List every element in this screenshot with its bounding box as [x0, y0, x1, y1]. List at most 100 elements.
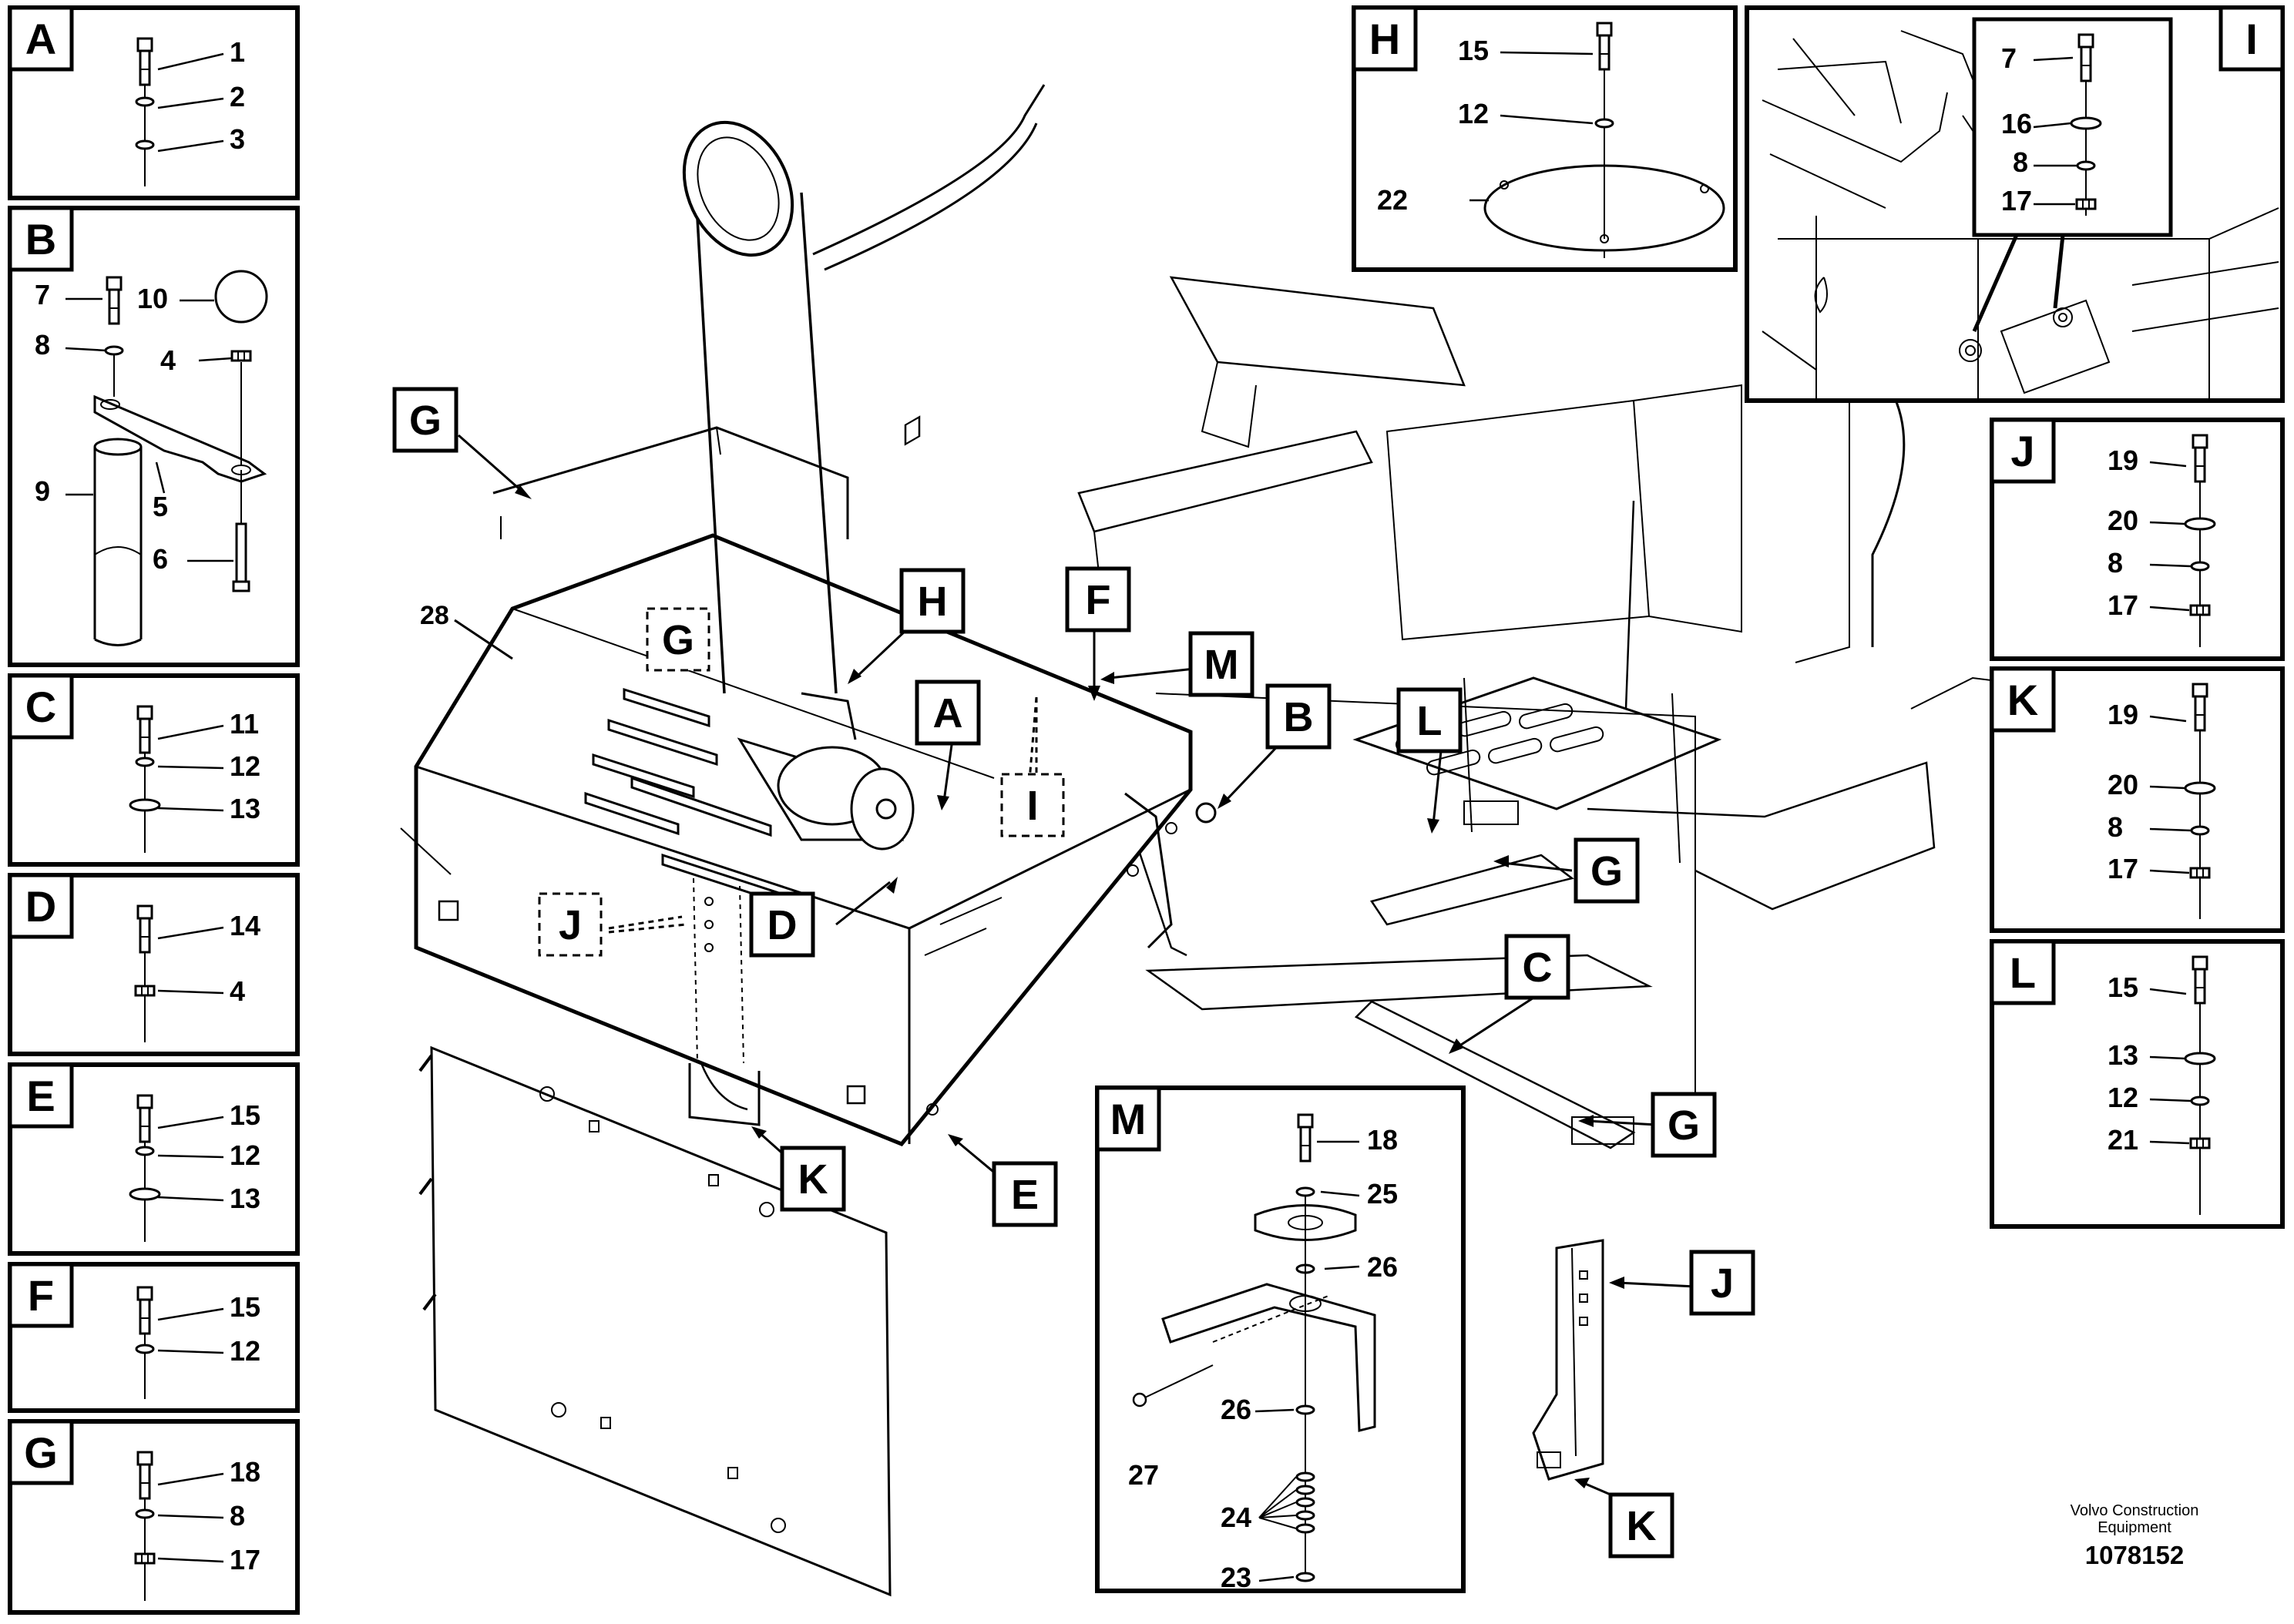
callout-number: 21 [2108, 1124, 2138, 1156]
washer-icon [129, 798, 161, 812]
washer-icon [2190, 1096, 2210, 1106]
callout-letter-j: J [1711, 1260, 1734, 1307]
washer-icon [1295, 1497, 1315, 1508]
callout-number: 7 [35, 279, 50, 310]
rear-frame-top [492, 426, 849, 539]
frame-panel [1385, 399, 1651, 641]
inset-letter-l: L [2010, 948, 2036, 997]
callout-number: 1 [230, 36, 245, 68]
callout-box-g: G [392, 387, 458, 453]
nut-icon [2189, 867, 2211, 879]
callout-box-i: I [1000, 773, 1065, 837]
callout-letter-k: K [798, 1156, 828, 1203]
callout-number: 11 [230, 708, 259, 740]
callout-number: 8 [2108, 811, 2123, 843]
washer-icon [2076, 160, 2096, 171]
inset-letter-e: E [26, 1072, 55, 1120]
inset-letter-k: K [2007, 676, 2038, 724]
washer-icon [1295, 1572, 1315, 1582]
bolt-icon [1596, 22, 1613, 71]
bolt-icon [106, 276, 123, 325]
callout-number: 17 [2108, 853, 2138, 884]
callout-letter-j: J [559, 902, 582, 948]
bolt-icon [2077, 33, 2094, 82]
nut-icon [2189, 1137, 2211, 1149]
callout-number: 8 [35, 329, 50, 361]
bolt-icon [2192, 955, 2208, 1005]
step-grate [1352, 676, 1722, 810]
callout-box-g: G [646, 607, 710, 672]
upper-bracket [1169, 276, 1466, 387]
bolt-icon [2192, 434, 2208, 483]
callout-letter-g: G [409, 398, 442, 444]
callout-number: 10 [137, 283, 168, 314]
detail-view-structure [1762, 30, 2279, 401]
bolt-icon [2192, 683, 2208, 732]
washer-icon [1295, 1523, 1315, 1534]
bolt-icon [136, 37, 153, 86]
screw-icon [235, 522, 247, 583]
nut-icon [134, 1552, 156, 1565]
callout-number: 3 [230, 123, 245, 155]
callout-number: 17 [2001, 185, 2032, 216]
title-block: Volvo Construction Equipment 1078152 [2050, 1502, 2219, 1570]
bolt-icon [136, 1094, 153, 1143]
inset-letter-m: M [1110, 1095, 1147, 1143]
washer-icon [2190, 825, 2210, 836]
callout-number: 15 [2108, 971, 2138, 1003]
callout-letter-e: E [1011, 1172, 1039, 1218]
callout-number: 4 [160, 344, 176, 376]
washer-icon [2184, 517, 2216, 531]
inset-letter-d: D [25, 882, 56, 931]
callout-number: 8 [230, 1500, 245, 1532]
bolt-icon [1297, 1113, 1314, 1163]
arm-bracket [1077, 430, 1373, 533]
callout-number: 15 [230, 1099, 260, 1131]
callout-number: 13 [230, 793, 260, 824]
callout-box-e: E [992, 1161, 1058, 1227]
callout-box-j: J [538, 892, 603, 957]
callout-letter-g: G [1668, 1102, 1700, 1149]
company-line-2: Equipment [2098, 1519, 2171, 1536]
callout-number: 13 [2108, 1039, 2138, 1071]
callout-letter-m: M [1204, 642, 1239, 688]
inset-letter-h: H [1369, 15, 1400, 63]
callout-number: 20 [2108, 505, 2138, 536]
washer-icon [1295, 1510, 1315, 1521]
callout-letter-c: C [1523, 945, 1553, 991]
callout-box-h: H [899, 568, 966, 634]
callout-number: 27 [1128, 1459, 1159, 1491]
washer-icon [135, 1344, 155, 1354]
callout-box-f: F [1065, 566, 1131, 632]
step-plate [1369, 854, 1574, 926]
callout-letter-g: G [1590, 848, 1623, 894]
inset-letter-c: C [25, 683, 56, 731]
callout-box-l: L [1396, 687, 1463, 753]
callout-number: 9 [35, 475, 50, 507]
washer-icon [135, 757, 155, 767]
callout-number: 18 [1367, 1124, 1398, 1156]
callout-number: 2 [230, 81, 245, 112]
inset-letter-j: J [2010, 427, 2034, 475]
washer-icon [1295, 1471, 1315, 1482]
callout-number: 19 [2108, 699, 2138, 730]
washer-icon [135, 139, 155, 150]
callout-number: 7 [2001, 42, 2017, 74]
washer-icon [2184, 781, 2216, 795]
bolt-icon [136, 1286, 153, 1335]
vent-slots [584, 687, 788, 907]
exhaust-outlet [682, 120, 794, 257]
callout-box-b: B [1265, 683, 1332, 750]
callout-box-a: A [915, 679, 981, 746]
callout-box-c: C [1504, 934, 1570, 1000]
nut-icon [2189, 604, 2211, 616]
inset-letter-b: B [25, 215, 56, 263]
callout-letter-g: G [662, 617, 694, 663]
